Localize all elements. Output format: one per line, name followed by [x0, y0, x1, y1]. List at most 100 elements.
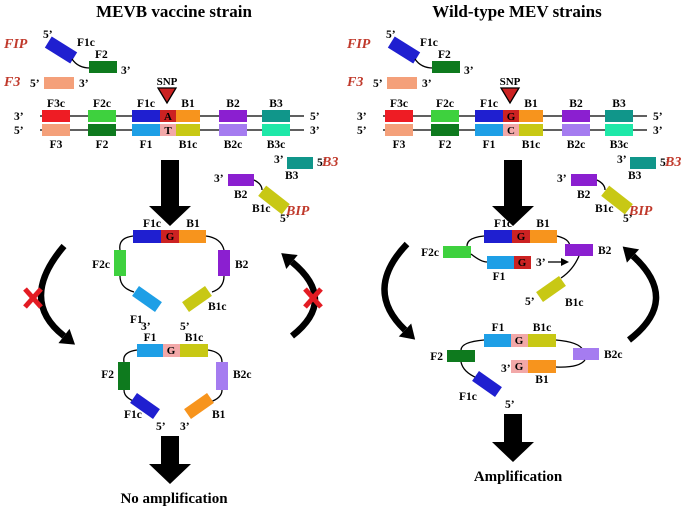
left-loop1-f2c — [114, 250, 126, 276]
left-fip-f2-label: F2 — [95, 49, 108, 61]
right-bip-5prime: 5’ — [623, 213, 633, 225]
right-down-arrow-1 — [492, 160, 534, 226]
right-loop2-b1 — [528, 360, 556, 373]
left-loop1-g-nt: G — [166, 231, 175, 243]
left-snp-top — [160, 110, 176, 122]
right-loop1-b2 — [565, 244, 593, 256]
left-loop1-f1 — [132, 286, 162, 312]
left-bot-B1c-label: B1c — [179, 139, 198, 151]
left-cycle-arrow-right-head — [281, 253, 298, 269]
left-bip-b2 — [228, 174, 254, 186]
right-loop1-5prime: 5’ — [525, 296, 535, 308]
right-loop2-f1c-link — [460, 361, 478, 379]
right-top-B1-label: B1 — [524, 98, 538, 110]
left-blocked-x-left-b — [23, 287, 43, 309]
left-b3-label: B3 — [321, 155, 338, 170]
left-loop1-f1c-label: F1c — [143, 218, 161, 230]
left-f3-label: F3 — [3, 75, 20, 90]
right-snp-top — [503, 110, 519, 122]
right-loop1-b2-label: B2 — [598, 245, 612, 257]
right-loop1-f2c — [443, 246, 471, 258]
left-bot-F2 — [88, 124, 116, 136]
right-loop2-b1c-label: B1c — [533, 322, 552, 334]
right-loop1-g-nt: G — [517, 231, 526, 243]
left-loop2-f1c — [130, 393, 160, 419]
right-loop1-g — [512, 230, 530, 243]
right-loop2-left-curve — [460, 339, 485, 351]
right-snp-bottom-nt: C — [507, 125, 515, 137]
right-down-arrow-2 — [492, 414, 534, 462]
right-top-F1c — [475, 110, 503, 122]
right-snp-label: SNP — [500, 76, 521, 88]
left-loop2-left-curve — [123, 349, 138, 363]
left-top-F3c-label: F3c — [47, 98, 65, 110]
left-top-5prime: 5’ — [310, 111, 320, 123]
right-loop2-f2 — [447, 350, 475, 362]
left-loop1-3prime: 3’ — [141, 321, 151, 333]
right-f3-primer — [387, 77, 417, 89]
left-b3-3prime: 3’ — [274, 154, 284, 166]
right-bot-B2c — [562, 124, 590, 136]
right-snp-bottom — [503, 124, 519, 136]
right-bot-F3 — [385, 124, 413, 136]
left-snp-top-nt: A — [164, 111, 172, 123]
left-bot-3prime: 3’ — [310, 125, 320, 137]
right-loop1-b1 — [530, 230, 557, 243]
left-fip-3prime: 3’ — [121, 65, 131, 77]
right-top-F3c — [385, 110, 413, 122]
right-fip-f2-label: F2 — [438, 49, 451, 61]
right-bot-B2c-label: B2c — [567, 139, 586, 151]
right-b3-3prime: 3’ — [617, 154, 627, 166]
left-loop1-b2 — [218, 250, 230, 276]
right-bip-linker — [596, 179, 606, 191]
right-bot-B1c — [519, 124, 543, 136]
left-bip-3prime: 3’ — [214, 173, 224, 185]
left-loop2-f1c-label: F1c — [124, 409, 142, 421]
right-bip-b2 — [571, 174, 597, 186]
left-loop1-f1-link — [119, 275, 135, 293]
left-loop1-b1c-link — [211, 275, 225, 293]
right-loop2-b1-label: B1 — [535, 374, 549, 386]
left-outcome: No amplification — [120, 491, 228, 507]
right-loop2-g2 — [511, 360, 528, 373]
left-snp-bottom — [160, 124, 176, 136]
right-bot-B3c-label: B3c — [610, 139, 629, 151]
right-loop2-f1-label: F1 — [492, 322, 505, 334]
left-loop2-f1-label: F1 — [144, 332, 157, 344]
right-snp-top-nt: G — [507, 111, 516, 123]
left-loop1-b1-label: B1 — [186, 218, 200, 230]
left-cycle-arrow-left-head — [58, 328, 76, 345]
left-bip-5prime: 5’ — [280, 213, 290, 225]
left-bot-B1c — [176, 124, 200, 136]
left-loop2-5prime: 5’ — [156, 421, 166, 433]
left-bip-label: BIP — [285, 204, 310, 219]
right-loop1-f1c-label: F1c — [494, 218, 512, 230]
right-top-B1 — [519, 110, 543, 122]
right-top-B2-label: B2 — [569, 98, 583, 110]
right-cycle-arrow-left-head — [398, 323, 416, 340]
right-b3-label: B3 — [664, 155, 681, 170]
right-top-5prime: 5’ — [653, 111, 663, 123]
left-loop2-f2-label: F2 — [101, 369, 114, 381]
right-fip-f1c — [387, 36, 421, 64]
left-loop2-g — [163, 344, 180, 357]
left-top-B3-label: B3 — [269, 98, 283, 110]
left-loop2-b1c-label: B1c — [185, 332, 204, 344]
left-loop1-g — [161, 230, 179, 243]
left-loop2-f1 — [137, 344, 163, 357]
right-f3-5prime: 5’ — [373, 78, 383, 90]
left-loop1-left-curve — [119, 235, 134, 251]
right-top-B3 — [605, 110, 633, 122]
left-bot-F3-label: F3 — [50, 139, 63, 151]
right-snp-marker — [499, 87, 521, 105]
left-loop1-f1-label: F1 — [130, 314, 143, 326]
left-top-F1c-label: F1c — [137, 98, 155, 110]
left-loop2-b2c — [216, 362, 228, 390]
left-blocked-x-right-b — [303, 287, 323, 309]
right-top-F2c — [431, 110, 459, 122]
right-loop2-b2c-label: B2c — [604, 349, 623, 361]
right-bot-F3-label: F3 — [393, 139, 406, 151]
left-loop1-f2c-label: F2c — [92, 259, 110, 271]
